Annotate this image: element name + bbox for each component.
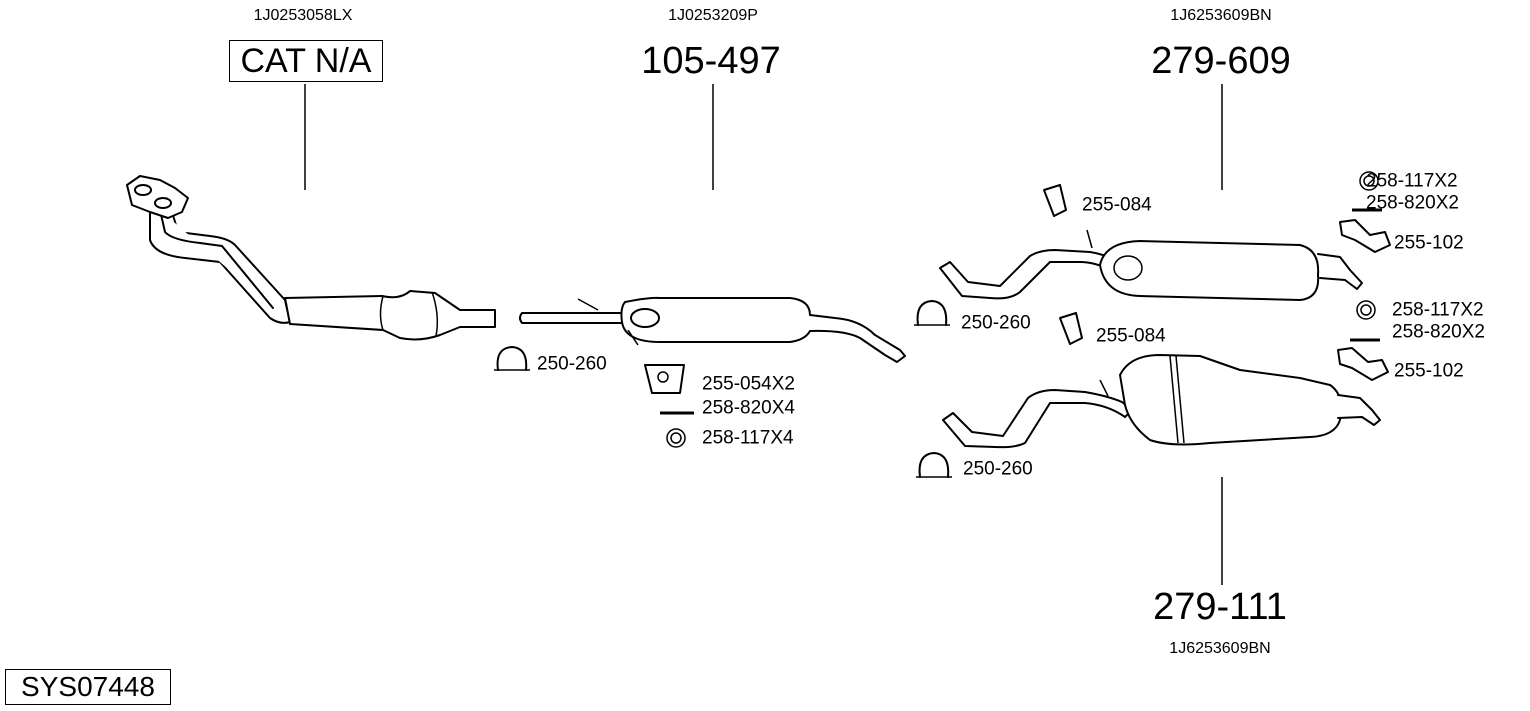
clamp-icon-rear1	[914, 300, 950, 326]
label-rear2-hanger[interactable]: 255-084	[1096, 325, 1166, 347]
hanger-icon-rear1	[1043, 184, 1067, 217]
hanger-icon-rear2	[1059, 312, 1083, 345]
label-rear2-ring[interactable]: 258-117X2	[1392, 299, 1484, 321]
ring-icon-rear1	[1359, 171, 1379, 191]
label-mid-mount[interactable]: 255-054X2	[702, 373, 795, 395]
label-rear1-hanger[interactable]: 255-084	[1082, 194, 1152, 216]
ring-icon-mid	[666, 428, 686, 448]
middle-muffler-drawing	[519, 296, 906, 363]
rubber-mount-icon-mid	[644, 364, 685, 394]
label-rear1-bracket[interactable]: 255-102	[1394, 232, 1464, 254]
label-rear1-bolt[interactable]: 258-820X2	[1366, 192, 1459, 214]
catalytic-converter-drawing	[126, 175, 496, 341]
label-rear2-clamp[interactable]: 250-260	[963, 458, 1033, 480]
label-rear2-bracket[interactable]: 255-102	[1394, 360, 1464, 382]
part-number-279-609[interactable]: 279-609	[1151, 40, 1291, 82]
part-number-279-111[interactable]: 279-111	[1153, 586, 1287, 628]
label-rear1-clamp[interactable]: 250-260	[961, 312, 1031, 334]
oem-number-279-609: 1J6253609BN	[1170, 7, 1272, 24]
part-number-cat[interactable]: CAT N/A	[229, 40, 383, 82]
system-id: SYS07448	[5, 669, 171, 705]
ring-icon-rear2	[1356, 300, 1376, 320]
label-rear2-bolt[interactable]: 258-820X2	[1392, 321, 1485, 343]
oem-number-105-497: 1J0253209P	[668, 7, 758, 24]
rear-muffler-279-609-drawing	[939, 229, 1363, 301]
label-mid-bolt[interactable]: 258-820X4	[702, 397, 795, 419]
part-number-105-497[interactable]: 105-497	[641, 40, 781, 82]
label-front-clamp[interactable]: 250-260	[537, 353, 607, 375]
bracket-icon-rear1	[1339, 219, 1391, 253]
bracket-icon-rear2	[1337, 347, 1389, 381]
rear-muffler-279-111-drawing	[942, 354, 1381, 449]
clamp-icon-front	[494, 346, 530, 371]
label-mid-ring[interactable]: 258-117X4	[702, 427, 794, 449]
oem-number-cat: 1J0253058LX	[253, 7, 353, 24]
label-rear1-ring[interactable]: 258-117X2	[1366, 170, 1458, 192]
oem-number-279-111: 1J6253609BN	[1169, 640, 1271, 657]
clamp-icon-rear2	[916, 452, 952, 478]
